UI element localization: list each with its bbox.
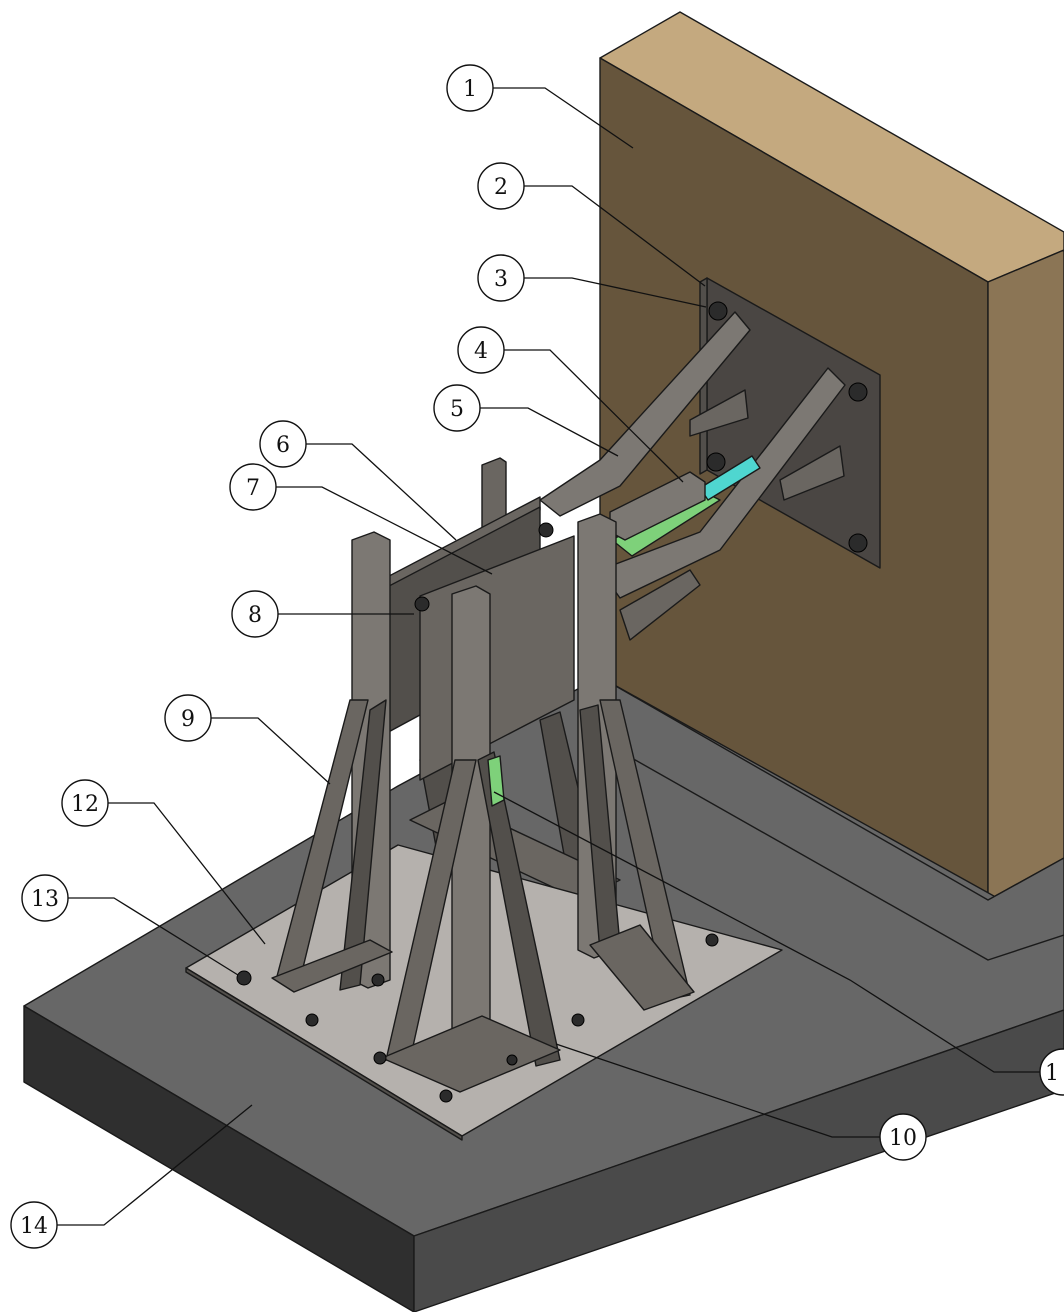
- right-foot: [589, 924, 695, 1011]
- leader-line-14: [57, 1104, 253, 1226]
- callout-12: 12: [61, 779, 109, 827]
- lower-arm: [599, 367, 846, 599]
- callout-circle: [1039, 1048, 1064, 1096]
- callout-circle: [477, 162, 525, 210]
- anchor-bolt: [848, 382, 868, 402]
- pin-clevis: [538, 522, 554, 538]
- callout-13: 13: [21, 874, 69, 922]
- base-plate-thickness: [185, 967, 463, 1141]
- wall-side-face: [987, 249, 1064, 901]
- floor-anchor-bolt: [506, 1054, 518, 1066]
- leader-line-1: [493, 87, 634, 149]
- callout-4: 4: [457, 326, 505, 374]
- callout-label: 13: [31, 887, 59, 912]
- callout-circle: [61, 779, 109, 827]
- callout-circle: [164, 694, 212, 742]
- callout-6: 6: [259, 420, 307, 468]
- callout-circle: [259, 420, 307, 468]
- support-frame: [271, 513, 695, 1093]
- floor-anchor-bolt: [373, 1051, 387, 1065]
- callout-8: 8: [231, 590, 279, 638]
- leader-lines: [57, 87, 1040, 1226]
- center-foot: [381, 1015, 561, 1093]
- leader-line-9: [211, 717, 331, 785]
- leader-line-2: [524, 185, 706, 287]
- callout-circle: [21, 874, 69, 922]
- leader-line-10: [555, 1043, 880, 1138]
- callout-label: 3: [494, 267, 508, 292]
- callout-label: 1: [463, 77, 477, 102]
- floor-anchor-bolt: [305, 1013, 319, 1027]
- floor-anchor-bolt: [571, 1013, 585, 1027]
- anchor-bolt: [708, 301, 728, 321]
- vertical-actuator: [487, 755, 505, 807]
- callout-10: 10: [879, 1113, 927, 1161]
- callout-3: 3: [477, 254, 525, 302]
- leader-line-3: [524, 277, 707, 308]
- floor-side-face: [413, 1009, 1064, 1312]
- callout-label: 1: [1045, 1061, 1059, 1086]
- floor-anchor-bolt: [705, 933, 719, 947]
- callout-11-partial: 1: [1039, 1048, 1064, 1096]
- callout-circle: [446, 64, 494, 112]
- leader-line-12: [108, 802, 266, 945]
- leader-line-5: [480, 407, 619, 457]
- floor-anchors: [236, 933, 719, 1103]
- floor-anchor-bolt: [439, 1089, 453, 1103]
- lower-arm-brace: [779, 445, 845, 501]
- callout-1: 1: [446, 64, 494, 112]
- callout-label: 5: [450, 397, 464, 422]
- callout-label: 12: [71, 792, 99, 817]
- callout-circle: [477, 254, 525, 302]
- mid-arm-brace: [619, 569, 701, 641]
- callout-7: 7: [229, 463, 277, 511]
- callout-label: 7: [246, 476, 260, 501]
- upper-arm: [539, 311, 751, 517]
- callout-label: 14: [20, 1214, 48, 1239]
- leader-line-6: [306, 443, 457, 541]
- callout-5: 5: [433, 384, 481, 432]
- callout-label: 4: [474, 339, 488, 364]
- anchor-bolt: [706, 452, 726, 472]
- callouts: 1 2 3 4 5 6 7 8: [10, 64, 1064, 1249]
- floor-anchor-bolt: [236, 970, 252, 986]
- callout-14: 14: [10, 1201, 58, 1249]
- callout-2: 2: [477, 162, 525, 210]
- leader-line-4: [504, 349, 684, 483]
- callout-circle: [457, 326, 505, 374]
- callout-circle: [879, 1113, 927, 1161]
- anchor-bolt: [848, 533, 868, 553]
- leader-line-11: [493, 791, 1040, 1073]
- callout-circle: [433, 384, 481, 432]
- callout-label: 8: [248, 603, 262, 628]
- upper-arm-brace: [689, 389, 749, 437]
- callout-circle: [229, 463, 277, 511]
- center-brace-right: [477, 751, 561, 1067]
- leader-line-13: [68, 897, 239, 976]
- callout-circle: [231, 590, 279, 638]
- pin-clevis: [414, 596, 430, 612]
- leader-line-7: [276, 486, 493, 575]
- callout-9: 9: [164, 694, 212, 742]
- callout-label: 6: [276, 433, 290, 458]
- callout-label: 2: [494, 175, 508, 200]
- floor-anchor-bolt: [371, 973, 385, 987]
- left-brace-inner: [339, 699, 387, 991]
- callout-circle: [10, 1201, 58, 1249]
- floor-front-face: [23, 1005, 415, 1312]
- left-foot: [271, 939, 393, 993]
- right-brace-outer: [599, 699, 691, 1001]
- loading-arms: [539, 311, 846, 641]
- callout-label: 10: [889, 1126, 917, 1151]
- callout-label: 9: [181, 707, 195, 732]
